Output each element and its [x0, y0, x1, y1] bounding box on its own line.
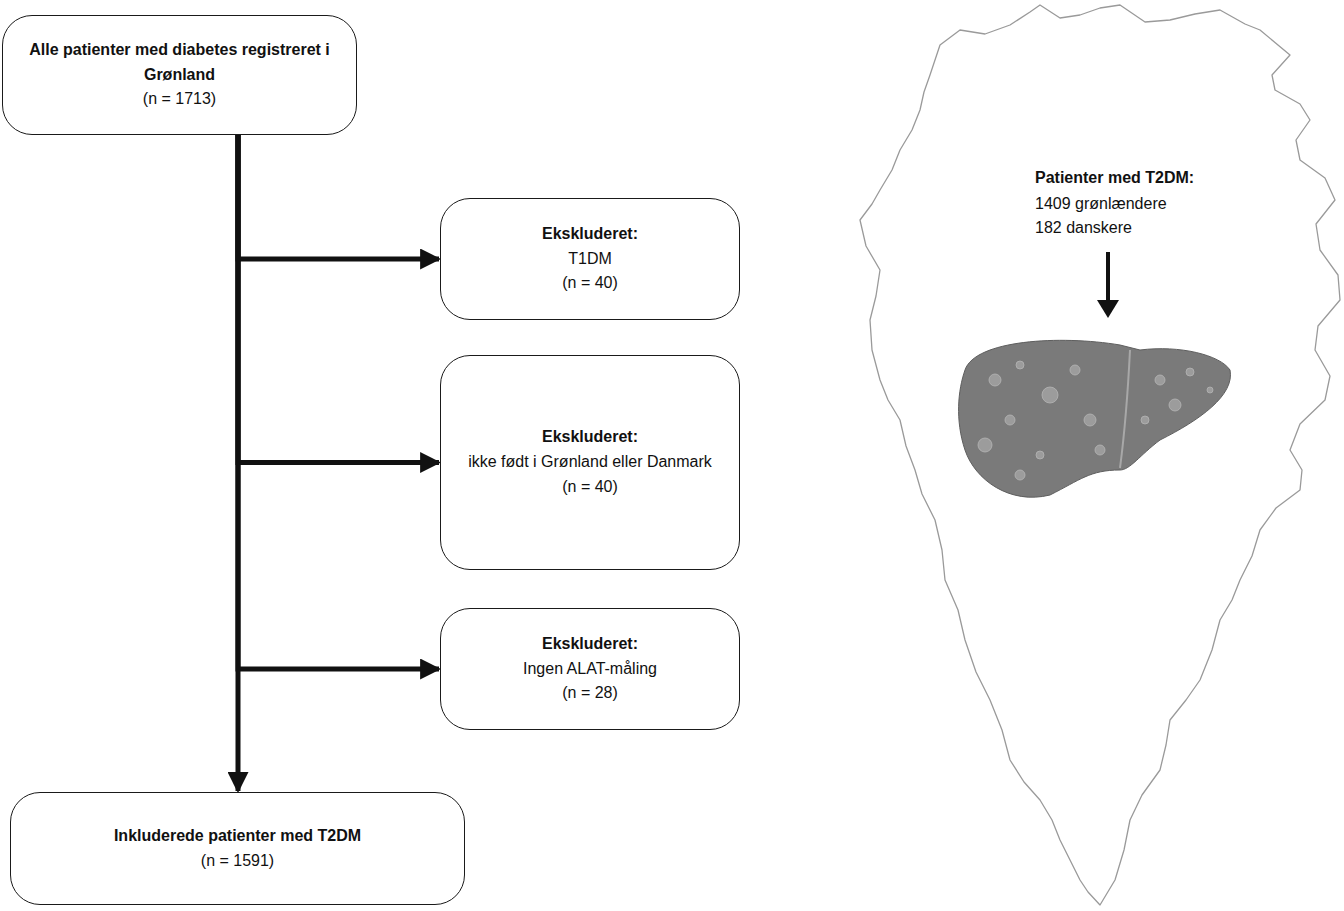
box-text: (n = 1713) [143, 87, 216, 112]
exclusion-box: Ekskluderet:ikke født i Grønland eller D… [440, 355, 740, 570]
box-heading: Ekskluderet: [542, 425, 638, 450]
greenland-outline [860, 5, 1340, 905]
map-count: 1409 grønlændere [1035, 194, 1167, 215]
exclusion-box: Ekskluderet:T1DM(n = 40) [440, 198, 740, 320]
flow-arrow [236, 135, 241, 791]
map-count: 182 danskere [1035, 218, 1132, 239]
liver-illustration [959, 340, 1231, 497]
flow-arrow [238, 135, 439, 259]
box-heading: Ekskluderet: [542, 632, 638, 657]
box-heading: Alle patienter med diabetes registreret … [21, 38, 338, 88]
process-box: Inkluderede patienter med T2DM(n = 1591) [10, 792, 465, 905]
box-text: ikke født i Grønland eller Danmark [468, 450, 712, 475]
exclusion-box: Ekskluderet:Ingen ALAT-måling(n = 28) [440, 608, 740, 730]
box-heading: Ekskluderet: [542, 222, 638, 247]
box-text: Ingen ALAT-måling [523, 657, 657, 682]
process-box: Alle patienter med diabetes registreret … [2, 15, 357, 135]
box-heading: Inkluderede patienter med T2DM [114, 824, 361, 849]
flow-arrow [238, 135, 439, 669]
box-text: T1DM [568, 247, 612, 272]
box-text: (n = 1591) [201, 849, 274, 874]
box-text: (n = 40) [562, 475, 618, 500]
box-text: (n = 28) [562, 681, 618, 706]
box-text: (n = 40) [562, 271, 618, 296]
pointer-arrow-head [1097, 300, 1119, 318]
pointer-arrow-shaft [1106, 252, 1110, 302]
map-heading: Patienter med T2DM: [1035, 168, 1194, 189]
flow-arrow [238, 135, 439, 463]
liver-fissure [1120, 350, 1130, 468]
liver-spots [978, 361, 1213, 480]
